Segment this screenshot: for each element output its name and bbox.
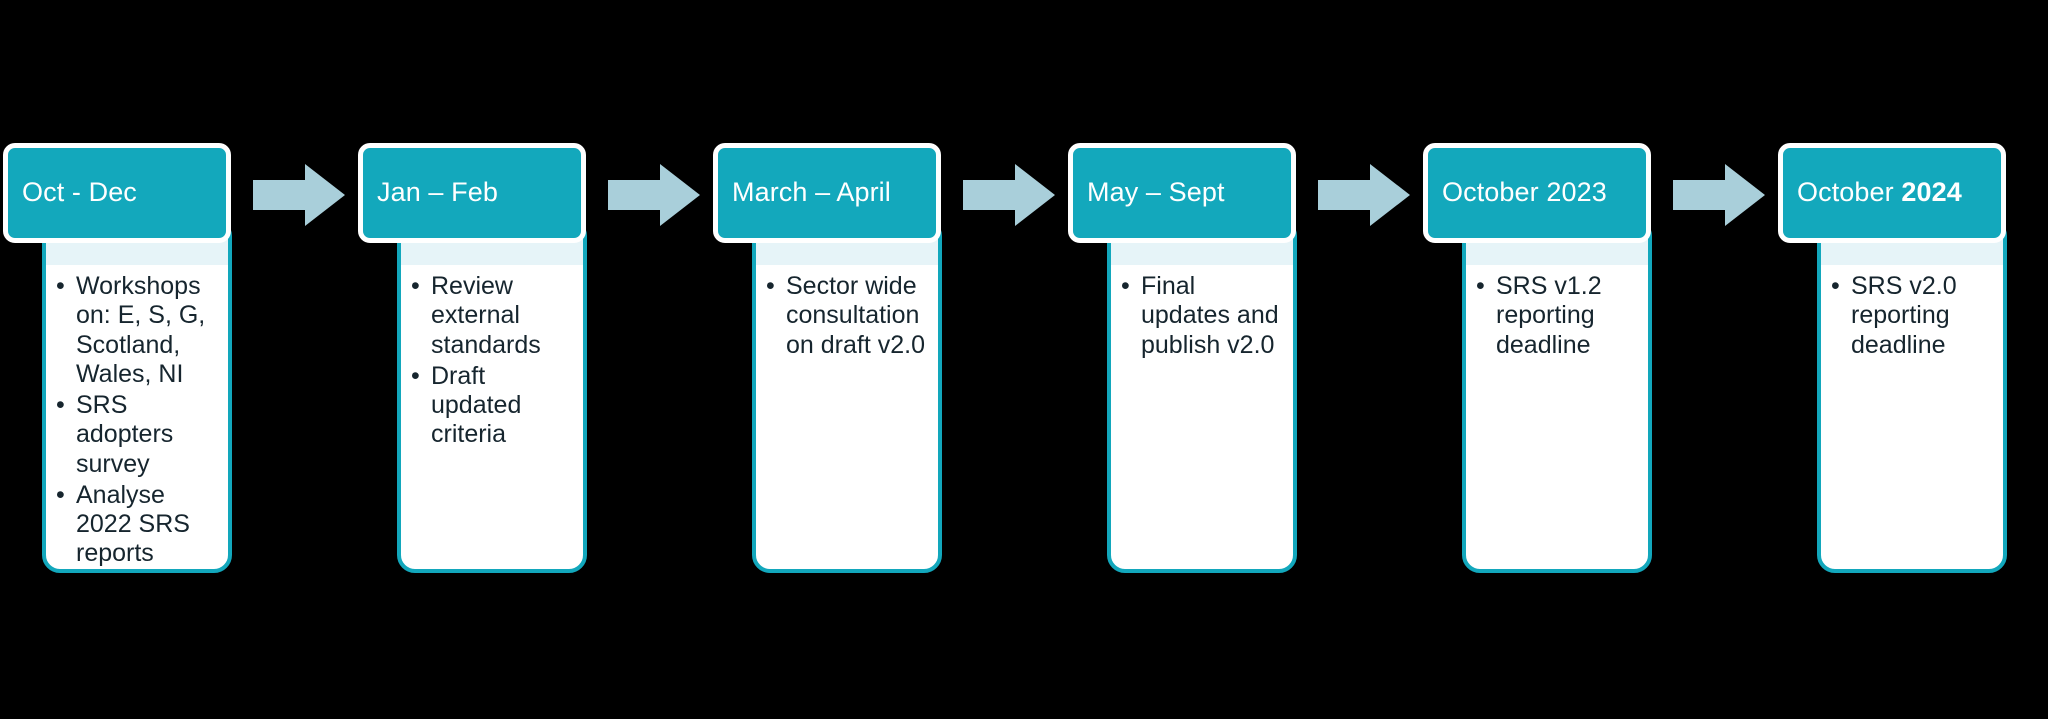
list-item: SRS adopters survey [54,391,218,479]
list-item: Review external standards [409,272,573,360]
list-item: SRS v1.2 reporting deadline [1474,272,1638,360]
list-item: SRS v2.0 reporting deadline [1829,272,1993,360]
right-arrow-icon [608,164,700,226]
stage-4-body: Final updates and publish v2.0 [1107,218,1297,573]
list-item: Sector wide consultation on draft v2.0 [764,272,928,360]
list-item: Analyse 2022 SRS reports [54,481,218,569]
stage-4-header-label: May – Sept [1087,177,1225,208]
list-item: Workshops on: E, S, G, Scotland, Wales, … [54,272,218,389]
stage-5-header-label: October 2023 [1442,177,1607,208]
stage-3-body: Sector wide consultation on draft v2.0 [752,218,942,573]
stage-6-item-list: SRS v2.0 reporting deadline [1821,222,2003,360]
stage-4-item-list: Final updates and publish v2.0 [1111,222,1293,360]
stage-1-item-list: Workshops on: E, S, G, Scotland, Wales, … [46,222,228,569]
connector-arrow-4 [1318,164,1410,226]
timeline-stage-6: October 2024 SRS v2.0 reporting deadline [1778,143,2007,573]
right-arrow-icon [963,164,1055,226]
stage-1-body: Workshops on: E, S, G, Scotland, Wales, … [42,218,232,573]
list-item: Final updates and publish v2.0 [1119,272,1283,360]
stage-2-header: Jan – Feb [358,143,586,243]
stage-6-body: SRS v2.0 reporting deadline [1817,218,2007,573]
connector-arrow-5 [1673,164,1765,226]
timeline-stage-1: Oct - Dec Workshops on: E, S, G, Scotlan… [3,143,232,573]
stage-6-header: October 2024 [1778,143,2006,243]
right-arrow-icon [253,164,345,226]
stage-2-item-list: Review external standardsDraft updated c… [401,222,583,450]
stage-6-header-label: October 2024 [1797,177,1962,208]
stage-3-header-label: March – April [732,177,891,208]
timeline-stage-5: October 2023 SRS v1.2 reporting deadline [1423,143,1652,573]
timeline-stage-3: March – April Sector wide consultation o… [713,143,942,573]
stage-1-header-label: Oct - Dec [22,177,137,208]
connector-arrow-3 [963,164,1055,226]
connector-arrow-1 [253,164,345,226]
list-item: Draft updated criteria [409,362,573,450]
stage-3-header: March – April [713,143,941,243]
right-arrow-icon [1318,164,1410,226]
stage-4-header: May – Sept [1068,143,1296,243]
stage-1-header: Oct - Dec [3,143,231,243]
stage-5-body: SRS v1.2 reporting deadline [1462,218,1652,573]
stage-2-body: Review external standardsDraft updated c… [397,218,587,573]
stage-5-item-list: SRS v1.2 reporting deadline [1466,222,1648,360]
timeline-stage-4: May – Sept Final updates and publish v2.… [1068,143,1297,573]
connector-arrow-2 [608,164,700,226]
stage-3-item-list: Sector wide consultation on draft v2.0 [756,222,938,360]
right-arrow-icon [1673,164,1765,226]
timeline-stage-2: Jan – Feb Review external standardsDraft… [358,143,587,573]
stage-5-header: October 2023 [1423,143,1651,243]
stage-2-header-label: Jan – Feb [377,177,498,208]
